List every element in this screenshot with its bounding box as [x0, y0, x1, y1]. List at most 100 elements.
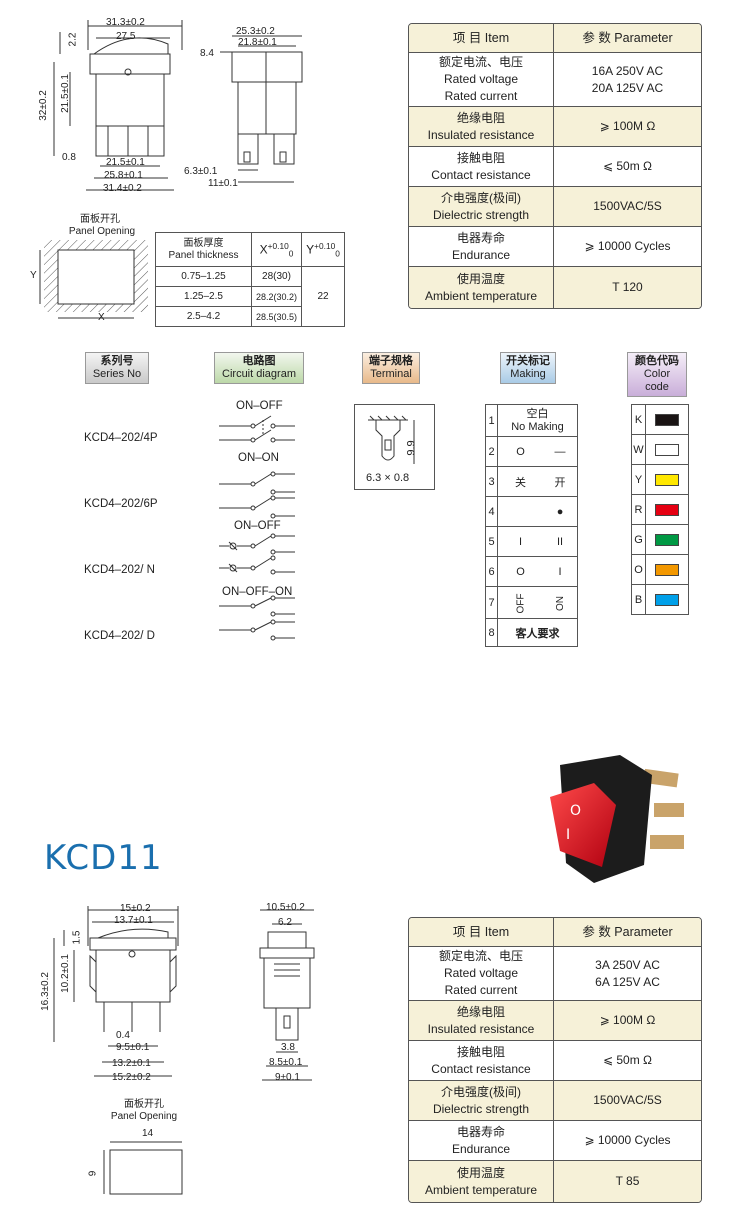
- dim-kcd11-side-width: 10.5±0.2: [266, 902, 305, 913]
- table-row: 0.75–1.25 28(30) 22: [155, 266, 345, 327]
- table-row: 5 I II: [485, 526, 579, 557]
- row-value-2: 6A 125V AC: [595, 974, 660, 989]
- row-value: T 85: [615, 1174, 640, 1188]
- x-tol-lower: 0: [288, 248, 294, 259]
- row-label-en: Contact resistance: [431, 1061, 531, 1076]
- color-zh: 颜色代码: [635, 355, 679, 367]
- kcd11-panel-height: 9: [87, 1170, 99, 1177]
- kcd11-front-svg: [53, 906, 179, 1077]
- table-row: 介电强度(极间)Dielectric strength 1500VAC/5S: [409, 1080, 701, 1120]
- dim-kcd11-terminal: 3.8: [281, 1042, 295, 1053]
- terminal-svg: [368, 415, 415, 464]
- table-row: O: [631, 554, 689, 585]
- table-row: K: [631, 404, 689, 435]
- color-en: Color code: [643, 368, 671, 393]
- circuit-diagrams-svg: [219, 415, 295, 641]
- row-label-en: Endurance: [451, 1141, 511, 1156]
- model-name: KCD4–202/ D: [84, 630, 155, 642]
- making-number: 4: [485, 496, 498, 527]
- table-row: R: [631, 494, 689, 525]
- kcd11-panel-label: 面板开孔 Panel Opening: [104, 1099, 184, 1123]
- circuit-label: ON–OFF–ON: [222, 586, 293, 598]
- x-head: X: [259, 242, 268, 257]
- panel-opening-svg: [39, 240, 148, 319]
- dim-body-height: 21.5±0.1: [59, 74, 71, 113]
- color-swatch: [655, 563, 679, 576]
- making-mark-a: I: [497, 526, 544, 557]
- making-mark-a: 空白: [526, 407, 549, 420]
- row-label-en: Rated voltage: [443, 966, 519, 980]
- row-label-zh: 接触电阻: [456, 1044, 505, 1059]
- dim-kcd11-width: 15±0.2: [120, 903, 151, 914]
- circuit-zh: 电路图: [242, 355, 276, 367]
- thickness-value: 1.25–2.5: [155, 286, 252, 307]
- row-label-en: Rated voltage: [443, 72, 519, 86]
- dim-terminal-span: 11±0.1: [208, 178, 238, 189]
- thickness-value: 0.75–1.25: [155, 266, 252, 287]
- x-value: 28(30): [251, 266, 302, 287]
- header-parameter: 参 数 Parameter: [554, 24, 701, 52]
- circuit-label: ON–ON: [238, 452, 279, 464]
- dim-rocker-height: 2.2: [67, 32, 79, 47]
- dim-width-inner: 27.5: [116, 31, 136, 42]
- row-label-zh: 介电强度(极间): [441, 190, 521, 205]
- row-label-zh: 绝缘电阻: [456, 110, 505, 125]
- color-swatch: [655, 533, 679, 546]
- row-value: ⩾ 100M Ω: [599, 1013, 656, 1027]
- color-code: G: [631, 524, 646, 555]
- y-head: Y: [306, 242, 315, 257]
- circuit-label: ON–OFF: [234, 520, 281, 532]
- series-en: Series No: [92, 368, 142, 380]
- dim-kcd11-inner: 13.7±0.1: [114, 915, 153, 926]
- color-swatch: [655, 473, 679, 486]
- table-row: 4 ●: [485, 496, 579, 527]
- color-code-tag: 颜色代码 Color code: [627, 352, 687, 397]
- row-label-zh: 使用温度: [456, 271, 505, 286]
- making-mark-a: 客人要求: [497, 618, 578, 647]
- row-label-en: Contact resistance: [431, 167, 531, 182]
- panel-opening-zh: 面板开孔: [80, 214, 120, 225]
- row-label-en: Dielectric strength: [432, 1101, 530, 1116]
- row-value: ⩾ 10000 Cycles: [584, 239, 671, 253]
- making-number: 5: [485, 526, 498, 557]
- dim-body-width: 31.4±0.2: [103, 183, 142, 194]
- x-value: 28.2(30.2): [251, 286, 302, 307]
- terminal-en: Terminal: [370, 368, 412, 380]
- panel-opening-label: 面板开孔: [70, 214, 130, 226]
- terminal-tag: 端子规格 Terminal: [362, 352, 420, 384]
- table-row: 接触电阻 Contact resistance ⩽ 50m Ω: [409, 1040, 701, 1080]
- front-view-svg: [53, 20, 183, 191]
- dim-kcd11-offset: 0.4: [116, 1030, 130, 1041]
- table-header: 项 目 Item 参 数 Parameter: [409, 24, 701, 52]
- dim-side-width: 25.3±0.2: [236, 26, 275, 37]
- making-number: 3: [485, 466, 498, 497]
- row-value-2: 20A 125V AC: [591, 80, 664, 95]
- row-value: ⩾ 100M Ω: [599, 119, 656, 133]
- terminal-size: 6.3 × 0.8: [366, 472, 410, 484]
- circuit-label: ON–OFF: [236, 400, 283, 412]
- dim-kcd11-body-width: 15.2±0.2: [112, 1072, 151, 1083]
- dim-kcd11-clip-span: 13.2±0.1: [112, 1058, 151, 1069]
- row-label-zh: 使用温度: [456, 1165, 505, 1180]
- dim-kcd11-body: 10.2±0.1: [59, 954, 71, 993]
- kcd11-panel-en: Panel Opening: [110, 1111, 178, 1122]
- color-swatch: [655, 443, 679, 456]
- dim-terminal-width: 6.3±0.1: [184, 166, 218, 177]
- table-row: 1.25–2.5 28.2(30.2): [155, 286, 345, 307]
- row-value: ⩽ 50m Ω: [602, 1053, 653, 1067]
- dim-kcd11-side-body: 9±0.1: [275, 1072, 300, 1083]
- row-value: T 120: [612, 280, 643, 294]
- row-label-en2: Rated current: [444, 89, 518, 103]
- row-label-en: Endurance: [451, 247, 511, 262]
- row-label-zh: 额定电流、电压: [438, 55, 523, 69]
- kcd11-panel-svg: [103, 1141, 183, 1195]
- row-label-en: Insulated resistance: [427, 1021, 535, 1036]
- dim-kcd11-rocker: 1.5: [71, 930, 83, 945]
- header-item: 项 目 Item: [409, 24, 554, 52]
